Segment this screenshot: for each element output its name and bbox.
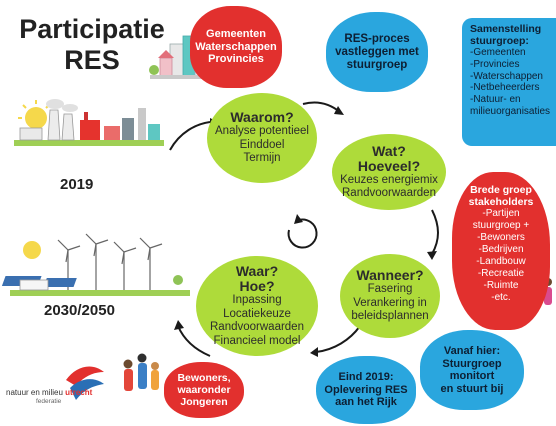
bubble-vanaf-hier-line-1: Vanaf hier: (443, 345, 501, 357)
bubble-brede-groep-title: Brede groep stakeholders (452, 184, 550, 208)
panel-samenstelling-item: -Gemeenten (470, 47, 526, 58)
panel-samenstelling-title-2: stuurgroep: (470, 34, 529, 47)
bubble-brede-groep-item: -Bedrijven (478, 244, 524, 255)
bubble-res-proces-line-2: vastleggen met (335, 45, 419, 58)
bubble-eind-2019-line-1: Eind 2019: (338, 371, 394, 384)
industry-illustration (14, 99, 164, 146)
panel-samenstelling-item: -Natuur- en (470, 94, 521, 106)
bubble-bewoners: Bewoners, waaronder Jongeren (164, 362, 244, 418)
arrow-waarom-to-wat (302, 101, 341, 113)
panel-samenstelling-list: -Gemeenten -Provincies -Waterschappen -N… (470, 47, 550, 118)
bubble-bewoners-line-3: Jongeren (180, 396, 228, 408)
arrow-waar-to-2030 (177, 325, 211, 357)
bubble-brede-groep-item: -Landbouw (476, 256, 526, 267)
bubble-brede-groep-item: -etc. (491, 292, 511, 303)
step-waar-heading-2: Hoe? (239, 278, 275, 294)
step-wat-heading-1: Wat? (372, 142, 406, 159)
bubble-res-proces-line-3: stuurgroep (346, 58, 408, 71)
bubble-gemeenten: Gemeenten Waterschappen Provincies (190, 6, 282, 88)
arrow-2019-to-waarom (169, 121, 211, 151)
year-start-label: 2019 (60, 176, 94, 193)
step-wat-line-1: Keuzes energiemix (340, 173, 438, 186)
bubble-vanaf-hier-line-3: monitort (449, 370, 495, 382)
bubble-eind-2019: Eind 2019: Oplevering RES aan het Rijk (316, 356, 416, 424)
step-waarom-line-3: Termijn (243, 152, 281, 165)
step-wanneer-line-1: Fasering (367, 283, 413, 296)
step-wanneer-line-2: Verankering in (353, 296, 427, 309)
title-line-2: RES (64, 45, 120, 75)
panel-samenstelling-item: -Netbeheerders (470, 82, 540, 94)
step-wanneer-line-3: beleidsplannen (351, 310, 429, 323)
bubble-bewoners-line-2: waaronder (177, 384, 231, 396)
step-waarom-line-1: Analyse potentieel (215, 125, 309, 138)
step-wanneer-heading: Wanneer? (356, 267, 424, 284)
panel-samenstelling-item: -Provincies (470, 58, 520, 70)
step-wat-heading-2: Hoeveel? (357, 157, 421, 174)
bubble-brede-groep-title-1: Brede groep (470, 184, 532, 196)
logo-icon (66, 366, 104, 400)
renewable-illustration (1, 233, 190, 296)
logo-text-2: utrecht (65, 388, 93, 397)
step-wanneer: Wanneer? Fasering Verankering in beleids… (340, 254, 440, 338)
logo: natuur en milieu utrecht federatie (6, 388, 92, 406)
step-waar-line-2: Locatiekeuze (223, 307, 291, 320)
bubble-brede-groep-item: -Ruimte (483, 280, 519, 291)
step-wat-line-2: Randvoorwaarden (342, 187, 436, 199)
step-waar-line-4: Financieel model (213, 334, 301, 347)
bubble-brede-groep-title-2: stakeholders (468, 196, 534, 208)
panel-samenstelling-title: Samenstelling stuurgroep: (470, 23, 550, 47)
step-waarom-line-2: Einddoel (239, 138, 285, 151)
panel-samenstelling: Samenstelling stuurgroep: -Gemeenten -Pr… (462, 18, 556, 146)
bubble-eind-2019-line-3: aan het Rijk (335, 396, 397, 409)
logo-sub: federatie (36, 398, 62, 405)
step-wat: Wat? Hoeveel? Keuzes energiemix Randvoor… (332, 134, 446, 210)
bubble-eind-2019-line-2: Oplevering RES (324, 383, 408, 396)
bubble-brede-groep-item: -Bewoners (477, 232, 525, 243)
arrow-wanneer-to-waar (315, 325, 361, 353)
panel-samenstelling-item: -Waterschappen (470, 70, 543, 82)
step-waarom-heading: Waarom? (230, 109, 294, 126)
bubble-brede-groep: Brede groep stakeholders -Partijen stuur… (452, 172, 550, 330)
bubble-res-proces-line-1: RES-proces (344, 32, 410, 45)
bubble-gemeenten-line-2: Waterschappen (195, 40, 277, 53)
bubble-gemeenten-line-1: Gemeenten (206, 28, 266, 41)
step-waar-line-3: Randvoorwaarden (210, 321, 304, 333)
title-line-1: Participatie (19, 14, 165, 44)
panel-samenstelling-title-1: Samenstelling (470, 23, 542, 35)
bubble-bewoners-line-1: Bewoners, (177, 372, 231, 384)
cycle-arrow (287, 218, 318, 249)
page-title: Participatie RES (12, 14, 172, 76)
bubble-vanaf-hier: Vanaf hier: Stuurgroep monitort en stuur… (420, 330, 524, 410)
bubble-brede-groep-list: -Partijen stuurgroep + -Bewoners -Bedrij… (452, 208, 550, 304)
bubble-brede-groep-item: stuurgroep + (472, 220, 530, 231)
year-end-label: 2030/2050 (44, 302, 115, 319)
bubble-vanaf-hier-line-4: en stuurt bij (440, 382, 504, 395)
residents-illustration (123, 353, 159, 391)
bubble-brede-groep-item: -Recreatie (477, 268, 525, 279)
panel-samenstelling-item: milieuorganisaties (470, 105, 551, 117)
arrow-wat-to-wanneer (431, 209, 439, 255)
bubble-res-proces: RES-proces vastleggen met stuurgroep (326, 12, 428, 92)
step-waar: Waar? Hoe? Inpassing Locatiekeuze Randvo… (196, 256, 318, 356)
bubble-gemeenten-line-3: Provincies (208, 53, 264, 66)
step-waar-line-1: Inpassing (232, 294, 282, 306)
bubble-vanaf-hier-line-2: Stuurgroep (442, 357, 502, 370)
flow-arrows (169, 101, 439, 357)
step-waarom: Waarom? Analyse potentieel Einddoel Term… (207, 93, 317, 183)
logo-text-1: natuur en milieu (6, 388, 63, 397)
step-waar-heading-1: Waar? (235, 263, 279, 279)
bubble-brede-groep-item: -Partijen (482, 208, 520, 219)
